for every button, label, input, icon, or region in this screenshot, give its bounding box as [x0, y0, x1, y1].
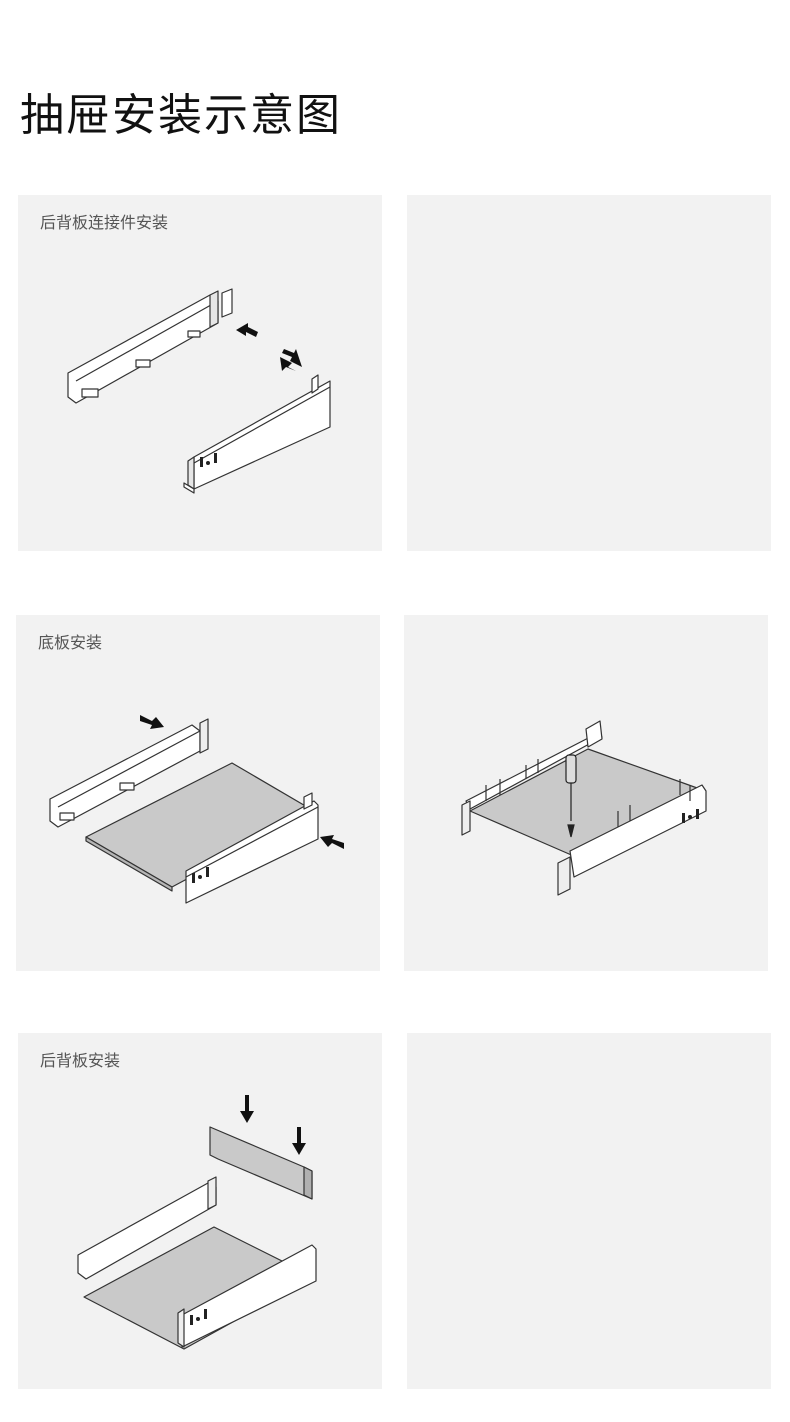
panel-label: 后背板安装	[40, 1051, 121, 1070]
step-panel-empty-2	[407, 1033, 771, 1389]
step-panel-back-connector: 后背板连接件安装	[18, 195, 382, 551]
step-panel-bottom-board: 底板安装	[16, 615, 380, 971]
bottom-board-illustration	[49, 715, 344, 904]
back-panel-illustration	[77, 1095, 317, 1350]
back-connector-illustration	[67, 288, 331, 494]
panel-label: 后背板连接件安装	[40, 213, 169, 232]
step-panel-empty-1	[407, 195, 771, 551]
page-title: 抽屉安装示意图	[20, 90, 342, 141]
step-panel-screw-fixing	[404, 615, 768, 971]
panel-label: 底板安装	[38, 633, 103, 652]
screw-fixing-illustration	[461, 720, 707, 896]
step-panel-back-panel: 后背板安装	[18, 1033, 382, 1389]
